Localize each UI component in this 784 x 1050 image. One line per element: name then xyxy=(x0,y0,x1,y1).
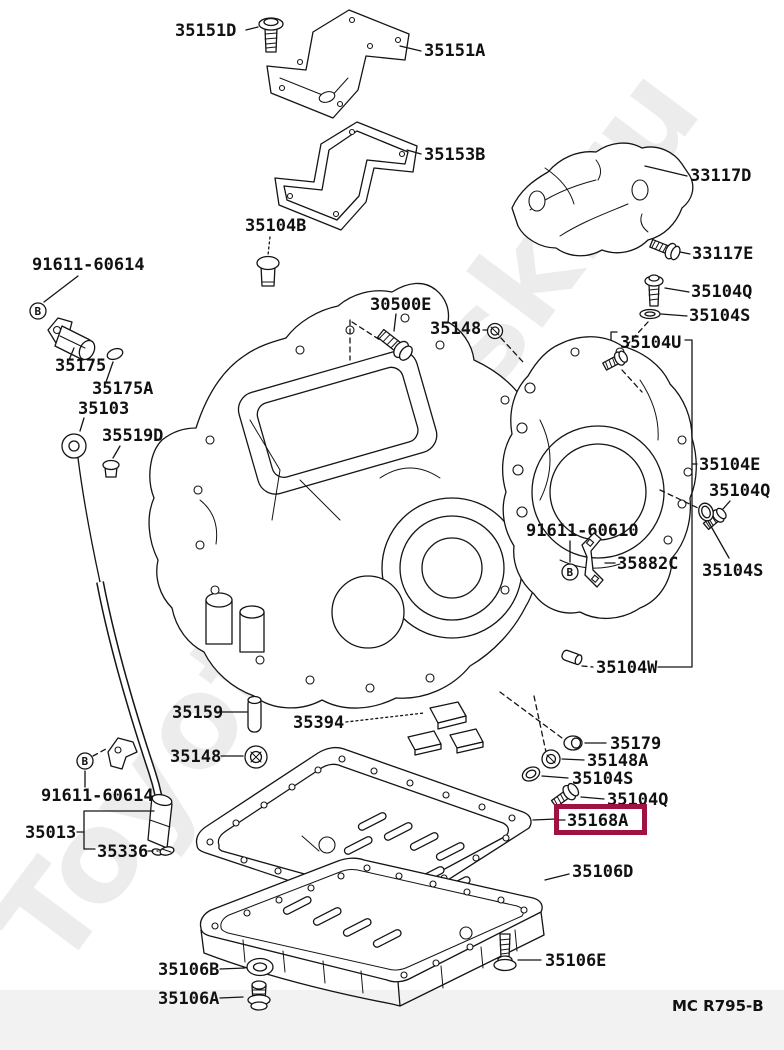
valve-body-gasket xyxy=(274,121,418,231)
part-label[interactable]: 35148A xyxy=(587,751,648,771)
bolt-icon-35104Q-top xyxy=(644,274,664,307)
part-label[interactable]: 35013 xyxy=(25,823,76,843)
valve-body-cover-plate xyxy=(266,9,410,119)
part-label[interactable]: 35519D xyxy=(102,426,163,446)
part-label[interactable]: 35336 xyxy=(97,842,148,862)
plug-icon-35104B xyxy=(256,255,280,287)
drawing-code: MC R795-B xyxy=(672,997,764,1015)
part-label[interactable]: 35151D xyxy=(175,21,236,41)
part-label[interactable]: 35106E xyxy=(545,951,606,971)
bolt-icon-33117E xyxy=(649,238,681,261)
part-label[interactable]: 35104E xyxy=(699,455,760,475)
part-label[interactable]: 35104Q xyxy=(691,282,752,302)
part-label[interactable]: 35394 xyxy=(293,713,344,733)
circled-b-symbol: B xyxy=(76,752,94,770)
transaxle-case xyxy=(148,282,538,709)
drain-plug-icon-35106A xyxy=(247,980,271,1011)
part-label[interactable]: 35104U xyxy=(620,333,681,353)
part-label[interactable]: 91611-60610 xyxy=(526,521,639,541)
part-label[interactable]: 35106D xyxy=(572,862,633,882)
transmission-case-cover xyxy=(511,142,694,257)
part-label[interactable]: 30500E xyxy=(370,295,431,315)
part-label[interactable]: 35175 xyxy=(55,356,106,376)
plug-icon-35519D xyxy=(102,459,120,478)
highlighted-part-callout[interactable]: 35168A xyxy=(554,804,647,835)
part-label[interactable]: 35159 xyxy=(172,703,223,723)
oil-dipstick-and-tube xyxy=(61,433,173,856)
part-label[interactable]: 35175A xyxy=(92,379,153,399)
oil-pan-gasket xyxy=(195,746,532,914)
washer-icon-35104S-top xyxy=(639,308,661,320)
part-label[interactable]: 35104Q xyxy=(709,481,770,501)
part-label[interactable]: 35153B xyxy=(424,145,485,165)
part-label[interactable]: 35104W xyxy=(596,658,658,678)
part-label[interactable]: 35148 xyxy=(170,747,221,767)
highlight-box xyxy=(554,804,647,835)
part-label[interactable]: 35104S xyxy=(572,769,633,789)
plug-icon-35175A xyxy=(106,347,124,361)
part-label[interactable]: 35882C xyxy=(617,554,678,574)
part-label[interactable]: 35106A xyxy=(158,989,219,1009)
bolt-icon-35151D xyxy=(258,17,284,53)
clip-icon-35336 xyxy=(159,846,175,856)
washer-icon-35106B xyxy=(246,957,274,977)
part-label[interactable]: 35103 xyxy=(78,399,129,419)
grommet-icon-35148 xyxy=(486,322,504,340)
bracket-icon-35882C xyxy=(581,532,604,588)
bolt-icon-35104Q-bottom xyxy=(550,782,580,808)
oring-icon-35104S-mid xyxy=(698,502,714,522)
svg-text:B: B xyxy=(35,305,42,318)
circled-b-symbol: B xyxy=(29,302,47,320)
part-label[interactable]: 91611-60614 xyxy=(32,255,145,275)
part-label[interactable]: 35104S xyxy=(689,306,750,326)
part-label[interactable]: 35148 xyxy=(430,319,481,339)
oring-icon-35104S-bottom xyxy=(521,766,541,782)
part-label[interactable]: 35106B xyxy=(158,960,219,980)
grommet-icon-35148-lower xyxy=(244,745,268,769)
part-label[interactable]: 35104B xyxy=(245,216,306,236)
part-label[interactable]: 35179 xyxy=(610,734,661,754)
grommet-icon-35148A xyxy=(541,749,561,769)
part-label[interactable]: 33117D xyxy=(690,166,751,186)
magnet-icons-35394 xyxy=(407,701,484,756)
extension-housing xyxy=(501,336,697,620)
oil-pan xyxy=(199,857,545,1007)
svg-text:B: B xyxy=(82,755,89,768)
part-label-highlighted[interactable]: 35168A xyxy=(567,811,628,831)
speed-sensor-icon-35175 xyxy=(47,317,96,361)
circled-b-symbol: B xyxy=(561,563,579,581)
bolt-icon-30500E xyxy=(376,328,413,361)
part-label[interactable]: 35151A xyxy=(424,41,485,61)
footer-band xyxy=(0,990,784,1050)
plug-icon-35179 xyxy=(563,735,583,751)
part-label[interactable]: 91611-60614 xyxy=(41,786,154,806)
pin-icon-35104W xyxy=(561,649,583,666)
part-label[interactable]: 33117E xyxy=(692,244,753,264)
pin-icon-35159 xyxy=(247,695,262,733)
tube-clamp xyxy=(107,737,138,770)
bolt-icon-35104U xyxy=(602,350,629,371)
svg-text:B: B xyxy=(567,566,574,579)
bolt-icon-35106E xyxy=(493,933,517,972)
part-label[interactable]: 35104S xyxy=(702,561,763,581)
